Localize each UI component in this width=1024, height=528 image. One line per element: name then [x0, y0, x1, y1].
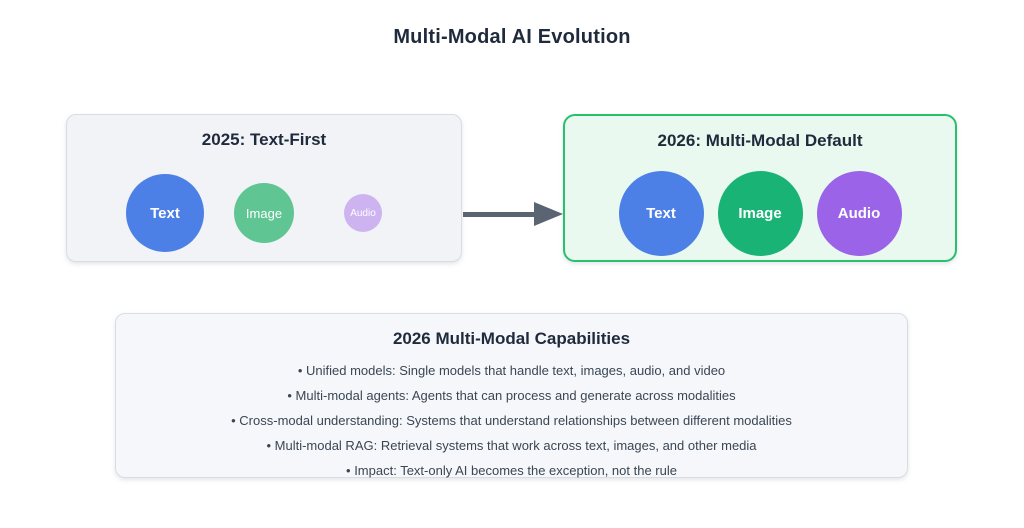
capability-item: • Multi-modal agents: Agents that can pr… [287, 388, 736, 403]
stage-2025-box: 2025: Text-First Text Image Audio [66, 114, 462, 262]
arrow-line [463, 212, 537, 217]
modality-cell: Text [116, 174, 215, 252]
diagram-title: Multi-Modal AI Evolution [393, 26, 631, 48]
capability-item: • Multi-modal RAG: Retrieval systems tha… [266, 438, 757, 453]
modality-circle-image: Image [717, 170, 803, 256]
capabilities-box: 2026 Multi-Modal Capabilities • Unified … [115, 313, 908, 478]
capability-item: • Impact: Text-only AI becomes the excep… [346, 463, 677, 478]
capability-item: • Unified models: Single models that han… [297, 363, 726, 378]
modality-circle-audio: Audio [344, 194, 382, 232]
stage-2025-circle-row: Text Image Audio [67, 165, 461, 261]
capabilities-heading: 2026 Multi-Modal Capabilities [392, 329, 631, 348]
modality-circle-text: Text [126, 174, 204, 252]
stage-2026-heading: 2026: Multi-Modal Default [657, 131, 863, 150]
modality-circle-text: Text [618, 170, 704, 256]
modality-cell: Audio [314, 194, 413, 232]
capability-item: • Cross-modal understanding: Systems tha… [231, 413, 792, 428]
modality-cell: Image [711, 170, 810, 256]
modality-circle-audio: Audio [816, 170, 902, 256]
arrow-head-icon [534, 202, 563, 226]
capabilities-list: • Unified models: Single models that han… [116, 358, 907, 483]
modality-circle-image: Image [234, 183, 294, 243]
modality-cell: Text [612, 170, 711, 256]
stage-2025-heading: 2025: Text-First [201, 130, 327, 149]
modality-cell: Audio [810, 170, 909, 256]
transition-arrow [463, 202, 563, 226]
modality-cell: Image [215, 183, 314, 243]
